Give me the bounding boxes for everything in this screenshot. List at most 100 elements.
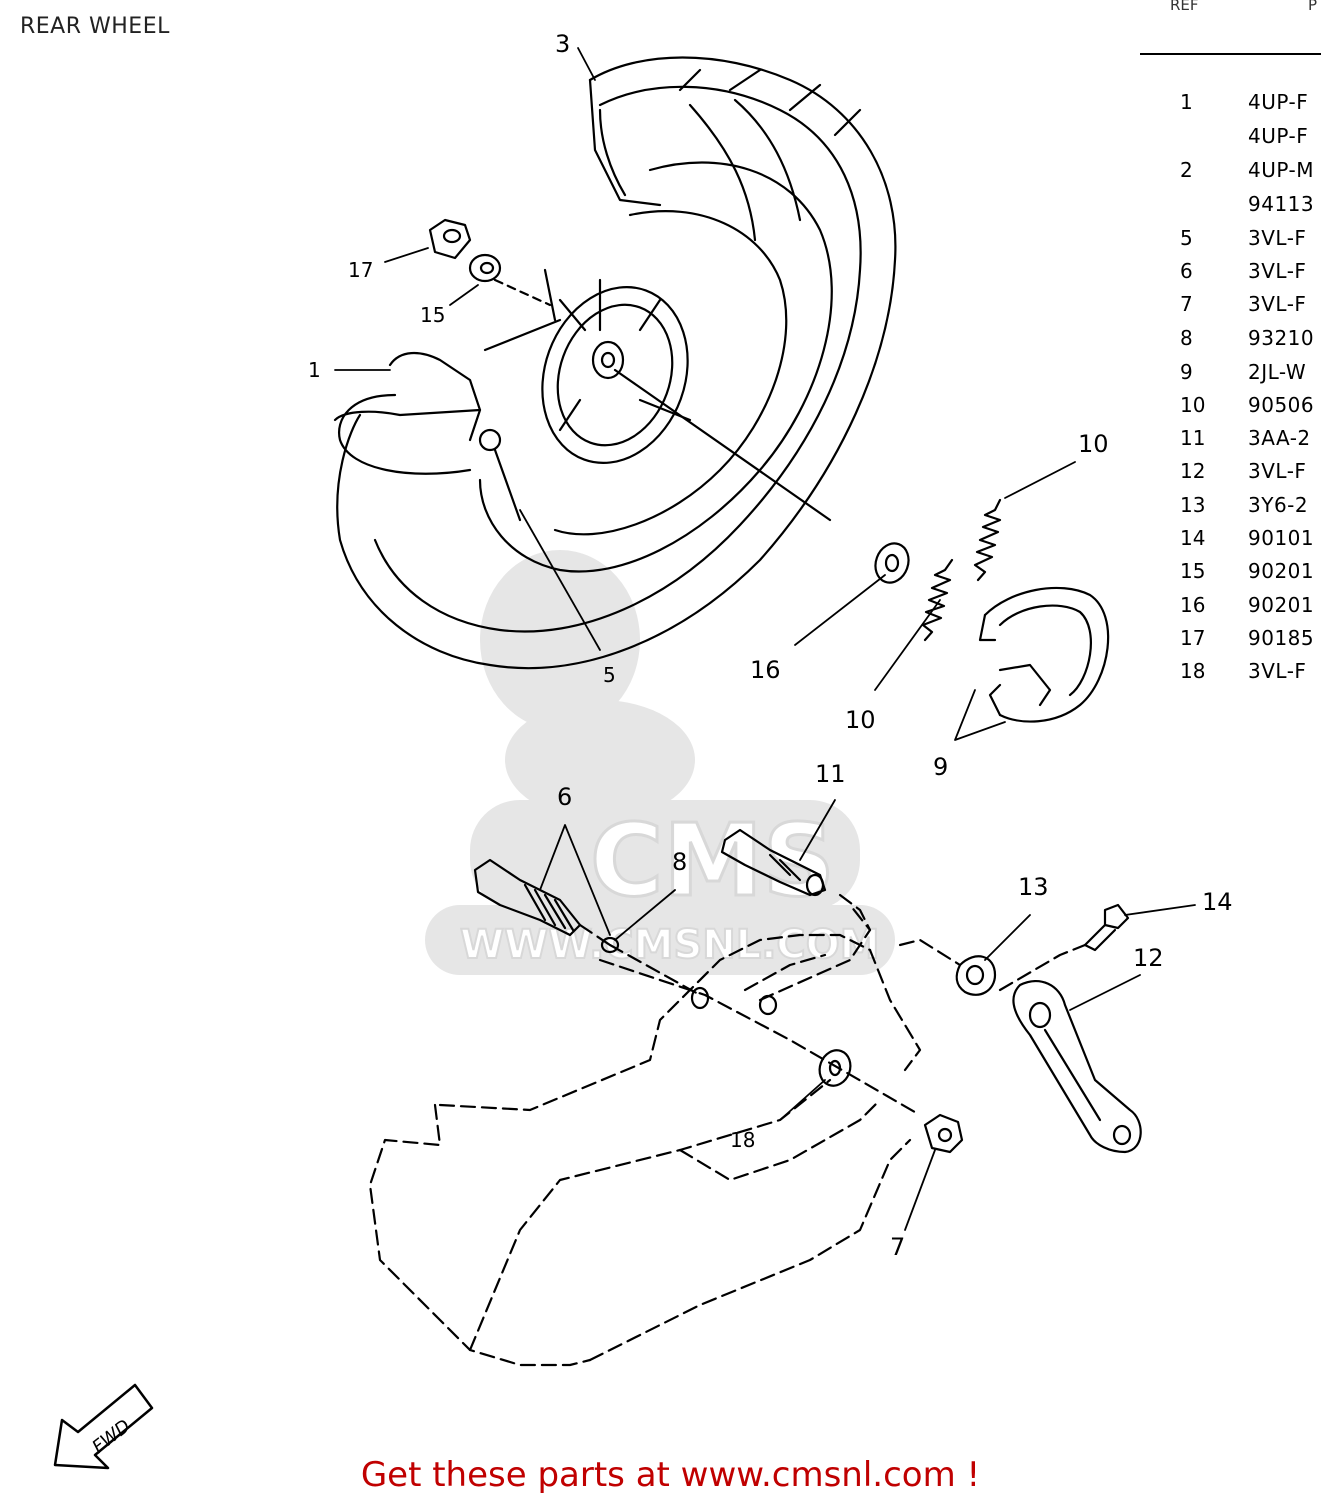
footer-link-text[interactable]: Get these parts at www.cmsnl.com !	[360, 1455, 981, 1495]
part-number: 3AA-2	[1248, 426, 1311, 450]
rear-tire	[336, 56, 897, 670]
rim	[483, 268, 692, 464]
brake-shaft	[720, 828, 827, 897]
table-row: 18 3VL-F	[1140, 659, 1321, 687]
table-row: 9 2JL-W	[1140, 360, 1321, 388]
brake-shoe	[978, 586, 1110, 723]
part-number: 3VL-F	[1248, 226, 1307, 250]
callout-17: 17	[348, 258, 374, 282]
leader-lines	[334, 47, 1196, 1231]
part-number: 90201	[1248, 593, 1315, 617]
table-row: 17 90185	[1140, 626, 1321, 654]
axle-washer	[874, 542, 910, 584]
part-number: 90185	[1248, 626, 1315, 650]
table-row: 10 90506	[1140, 393, 1321, 421]
part-number: 94113	[1248, 192, 1315, 216]
callout-1: 1	[308, 358, 321, 382]
part-number: 4UP-F	[1248, 124, 1309, 148]
footer-link[interactable]: Get these parts at www.cmsnl.com !	[0, 1455, 1321, 1495]
table-row: 94113	[1140, 192, 1321, 220]
ref-number: 10	[1180, 393, 1206, 417]
brake-camshaft	[473, 858, 582, 937]
ref-number: 14	[1180, 526, 1206, 550]
o-ring	[690, 986, 710, 1010]
part-number: 3VL-F	[1248, 292, 1307, 316]
spring-lower	[921, 558, 954, 642]
part-number: 3VL-F	[1248, 259, 1307, 283]
callout-7: 7	[890, 1233, 906, 1261]
table-row: 16 90201	[1140, 593, 1321, 621]
ref-number: 7	[1180, 292, 1193, 316]
ref-number: 17	[1180, 626, 1206, 650]
table-row: 7 3VL-F	[1140, 292, 1321, 320]
callout-11: 11	[815, 760, 846, 788]
part-number: 3VL-F	[1248, 659, 1307, 683]
callout-5: 5	[603, 663, 616, 687]
ref-number: 8	[1180, 326, 1193, 350]
part-number: 90506	[1248, 393, 1315, 417]
ref-number: 9	[1180, 360, 1193, 384]
table-row: 14 90101	[1140, 526, 1321, 554]
watermark-logo	[425, 550, 895, 975]
part-number: 4UP-F	[1248, 90, 1309, 114]
o-ring	[600, 936, 620, 954]
bolt	[1083, 903, 1130, 952]
table-header-rule	[1140, 53, 1321, 55]
part-number: 3VL-F	[1248, 459, 1307, 483]
callout-9: 9	[933, 753, 949, 781]
table-row: 8 93210	[1140, 326, 1321, 354]
ref-number: 15	[1180, 559, 1206, 583]
callout-12: 12	[1133, 944, 1164, 972]
table-header-part: P	[1308, 0, 1318, 14]
part-number: 4UP-M	[1248, 158, 1314, 182]
part-number: 90101	[1248, 526, 1315, 550]
dash-line	[493, 278, 552, 307]
ref-number: 11	[1180, 426, 1206, 450]
callout-10-upper: 10	[1078, 430, 1109, 458]
washer	[468, 253, 502, 283]
callout-14: 14	[1202, 888, 1233, 916]
callout-18: 18	[730, 1128, 756, 1152]
indicator-plate	[955, 955, 997, 996]
table-row: 13 3Y6-2	[1140, 493, 1321, 521]
table-row: 4UP-F	[1140, 124, 1321, 152]
transmission-case	[368, 893, 1087, 1367]
callout-8: 8	[672, 848, 688, 876]
part-number: 90201	[1248, 559, 1315, 583]
page-title: REAR WHEEL	[20, 14, 170, 39]
parts-table: REF P 1 4UP-F 4UP-F 2 4UP-M 94113 5 3VL-F 6 3VL-F…	[1140, 0, 1321, 700]
brake-cam-lever	[1012, 980, 1142, 1154]
table-row: 1 4UP-F	[1140, 90, 1321, 118]
nut	[923, 1113, 964, 1154]
callout-13: 13	[1018, 873, 1049, 901]
ref-number: 13	[1180, 493, 1206, 517]
ref-number: 18	[1180, 659, 1206, 683]
tube-and-valve	[333, 352, 522, 522]
axle-line	[613, 368, 832, 522]
callout-16: 16	[750, 656, 781, 684]
watermark-url: WWW.CMSNL.COM	[460, 922, 880, 968]
ref-number: 2	[1180, 158, 1193, 182]
table-header-ref: REF	[1170, 0, 1199, 14]
table-row: 5 3VL-F	[1140, 226, 1321, 254]
ref-number: 1	[1180, 90, 1193, 114]
watermark-brand: CMS	[590, 802, 835, 919]
callout-15: 15	[420, 303, 446, 327]
table-row: 15 90201	[1140, 559, 1321, 587]
callout-10-lower: 10	[845, 706, 876, 734]
spring-upper	[973, 498, 1002, 582]
ref-number: 6	[1180, 259, 1193, 283]
ref-number: 16	[1180, 593, 1206, 617]
part-number: 3Y6-2	[1248, 493, 1309, 517]
callout-6: 6	[557, 783, 573, 811]
ref-number: 5	[1180, 226, 1193, 250]
part-number: 2JL-W	[1248, 360, 1307, 384]
table-row: 6 3VL-F	[1140, 259, 1321, 287]
callout-3: 3	[555, 30, 571, 58]
table-row: 2 4UP-M	[1140, 158, 1321, 186]
axle-nut	[428, 218, 472, 260]
fwd-arrow	[53, 1383, 154, 1470]
part-number: 93210	[1248, 326, 1315, 350]
